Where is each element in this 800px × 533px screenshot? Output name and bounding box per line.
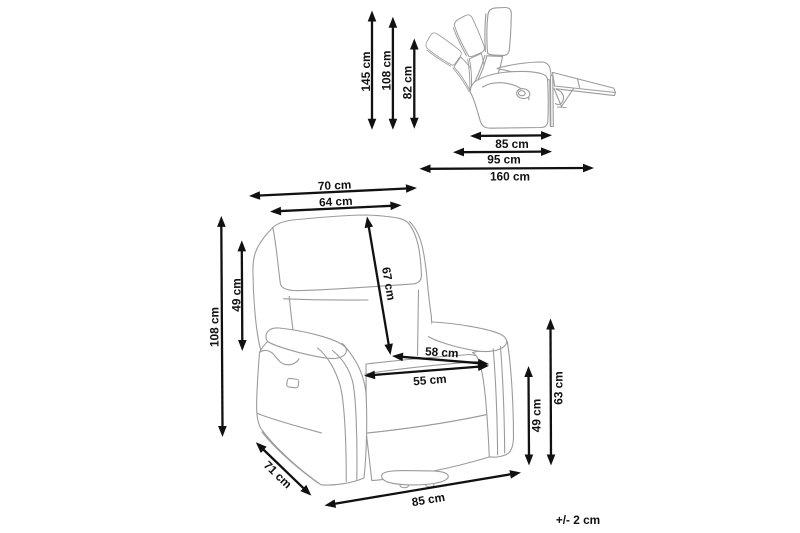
svg-text:108 cm: 108 cm: [208, 307, 222, 347]
svg-text:+/- 2 cm: +/- 2 cm: [556, 513, 600, 527]
svg-text:58 cm: 58 cm: [425, 344, 459, 360]
svg-text:70 cm: 70 cm: [318, 178, 352, 194]
svg-text:63 cm: 63 cm: [552, 371, 566, 404]
svg-text:108 cm: 108 cm: [380, 50, 394, 90]
svg-text:145 cm: 145 cm: [359, 51, 373, 91]
svg-text:67 cm: 67 cm: [379, 266, 398, 301]
svg-text:64 cm: 64 cm: [319, 194, 353, 210]
svg-text:85 cm: 85 cm: [411, 490, 446, 509]
svg-text:82 cm: 82 cm: [401, 66, 415, 99]
svg-text:55 cm: 55 cm: [413, 372, 447, 389]
svg-text:49 cm: 49 cm: [230, 278, 244, 311]
svg-text:49 cm: 49 cm: [530, 399, 544, 432]
svg-text:85 cm: 85 cm: [495, 137, 528, 151]
svg-text:160 cm: 160 cm: [490, 169, 530, 183]
svg-text:95 cm: 95 cm: [487, 153, 520, 167]
